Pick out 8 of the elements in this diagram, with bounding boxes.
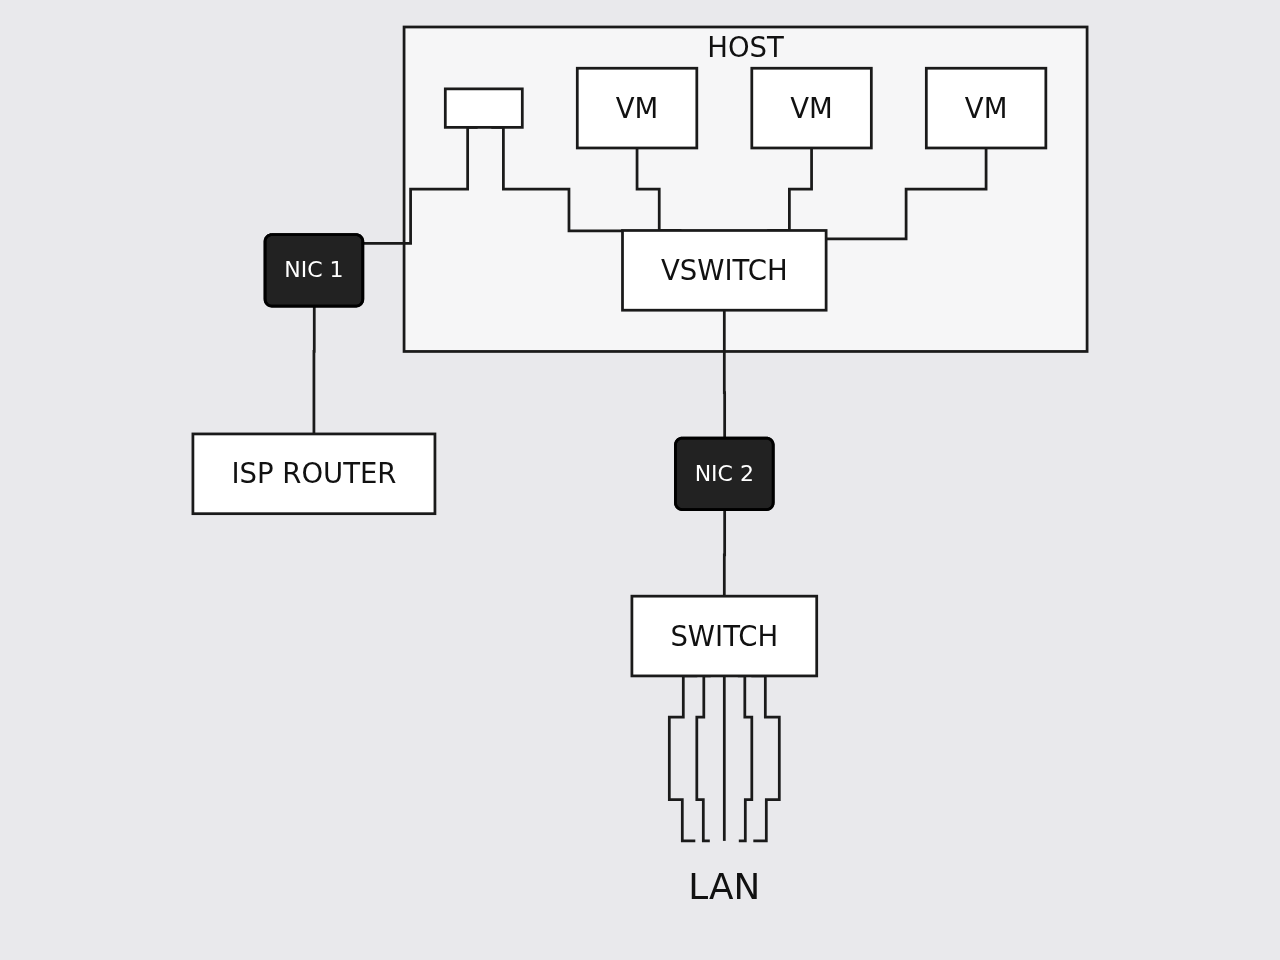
node-text: LAN	[688, 865, 761, 907]
node-box: VM	[750, 66, 873, 150]
node-box: VM	[924, 66, 1048, 150]
node-box	[443, 87, 524, 129]
node-box: VSWITCH	[621, 229, 828, 312]
node-box: VM	[575, 66, 699, 150]
node-box: SWITCH	[630, 594, 819, 678]
node-box: ISP ROUTER	[191, 432, 437, 516]
